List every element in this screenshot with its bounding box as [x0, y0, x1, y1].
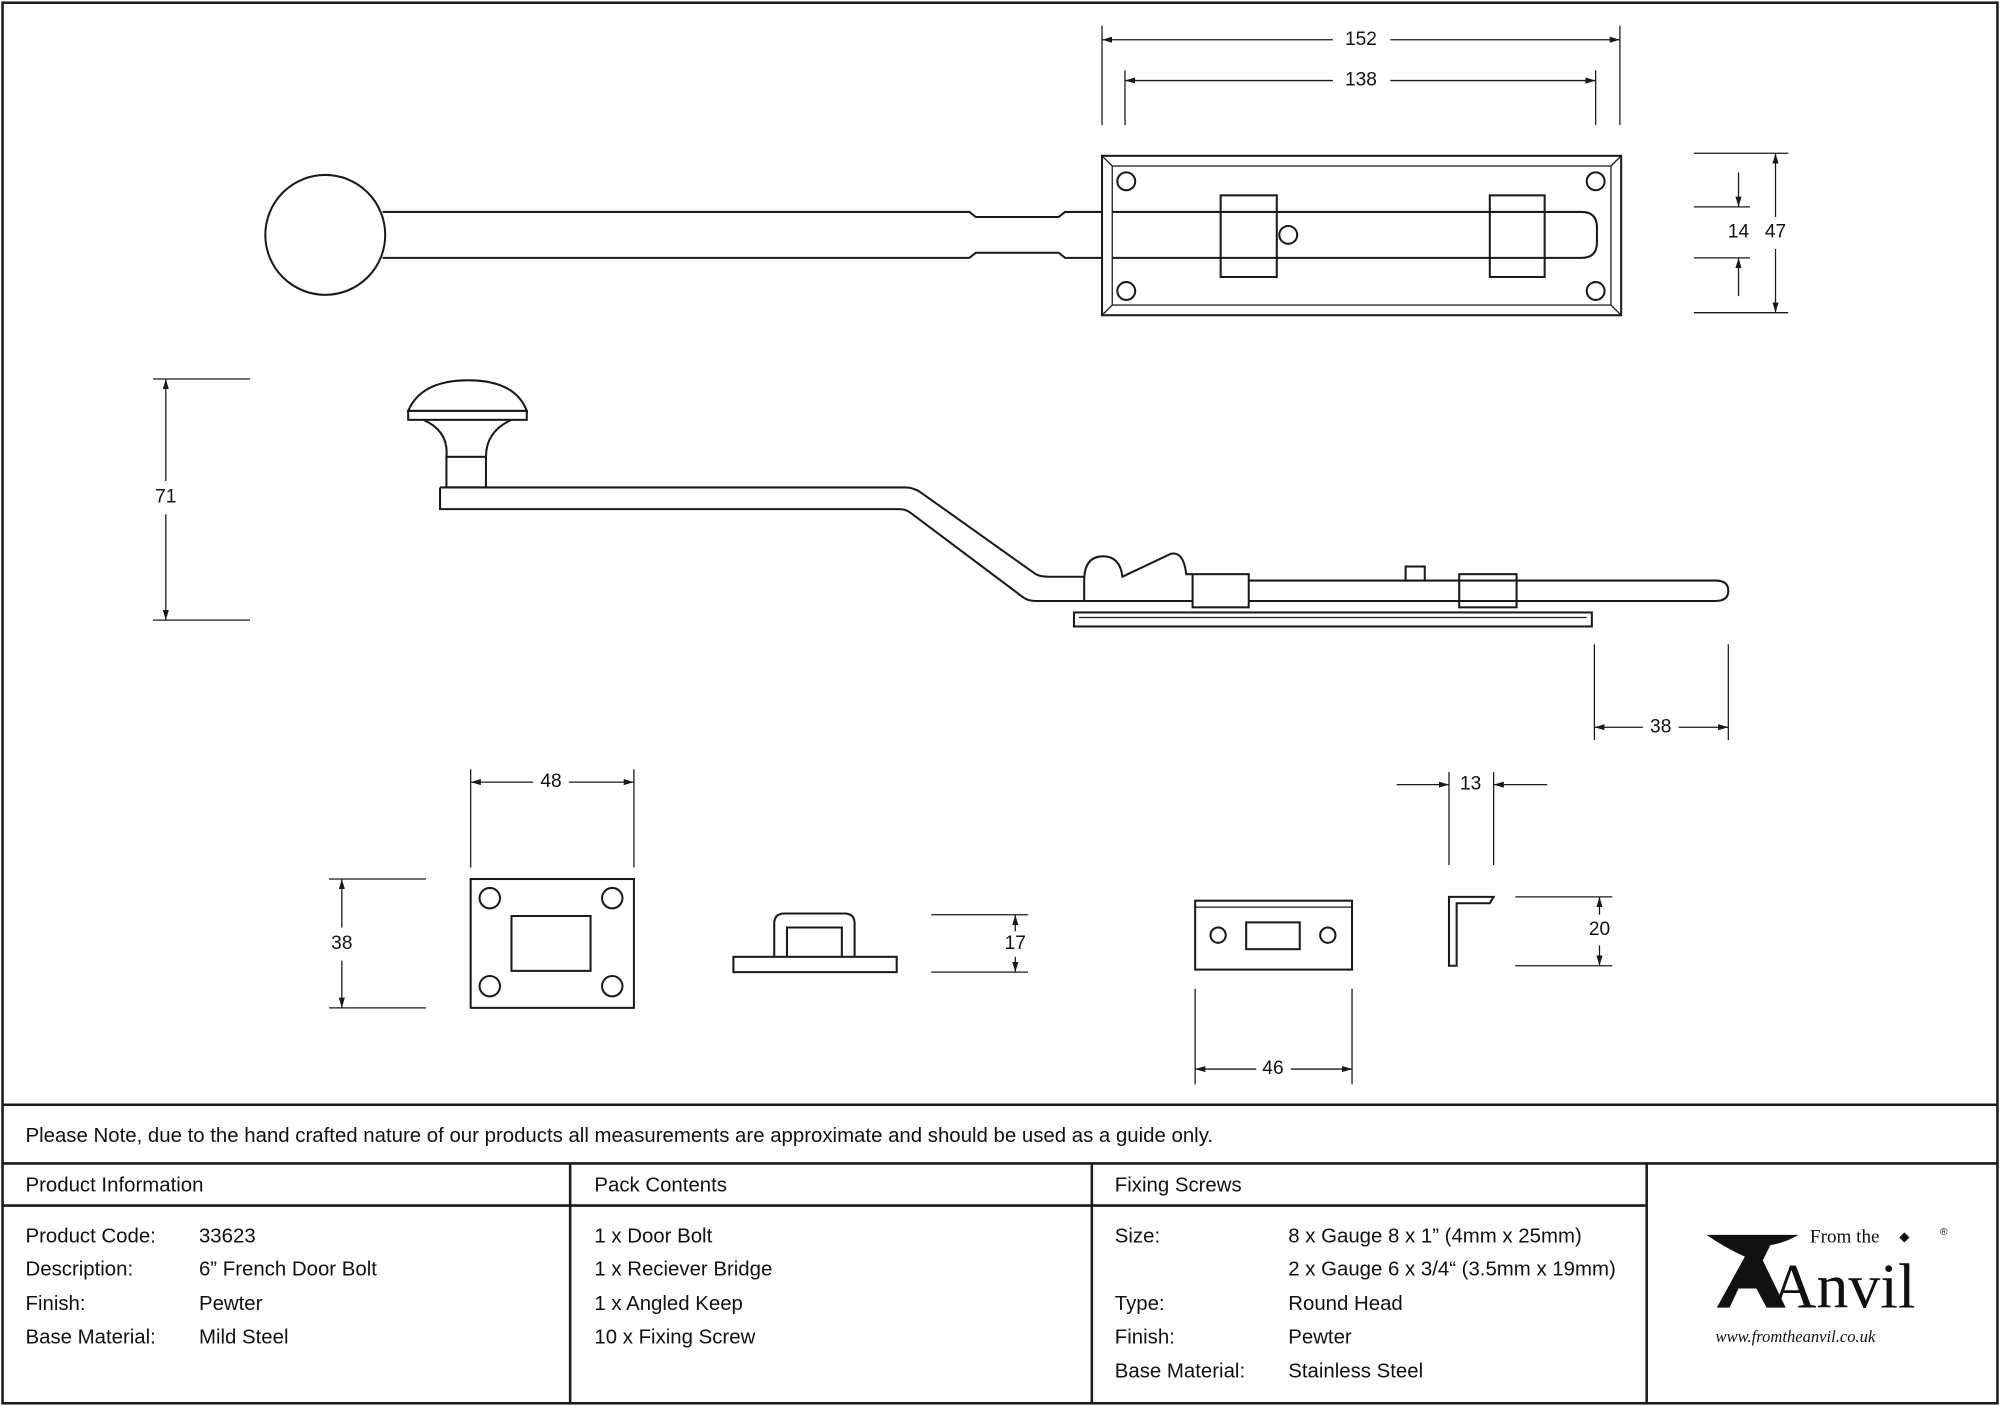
screw-value: Pewter	[1288, 1326, 1352, 1348]
pack-item: 1 x Reciever Bridge	[594, 1259, 772, 1281]
screw-value: 8 x Gauge 8 x 1” (4mm x 25mm)	[1288, 1226, 1581, 1248]
fixing-screws-section: Fixing Screws Size: 8 x Gauge 8 x 1” (4m…	[1115, 1175, 1616, 1383]
screw-value: 2 x Gauge 6 x 3/4“ (3.5mm x 19mm)	[1288, 1259, 1615, 1281]
dimension-label: 46	[1262, 1058, 1283, 1079]
keep-plate	[1194, 899, 1354, 971]
dimension-label: 47	[1765, 221, 1786, 242]
section-heading: Product Information	[26, 1175, 204, 1197]
dimension-label: 17	[1005, 933, 1026, 954]
receiver-plate	[469, 878, 635, 1009]
from-the-anvil-logo: From the ® Anvil www.fromtheanvil.co.uk	[1706, 1227, 1948, 1346]
dimension-38-receiver: 38	[329, 878, 427, 1009]
dimension-48: 48	[470, 769, 635, 868]
dimension-label: 13	[1460, 774, 1481, 795]
info-label: Base Material:	[26, 1326, 156, 1348]
screw-value: Round Head	[1288, 1293, 1403, 1315]
screw-label: Finish:	[1115, 1326, 1175, 1348]
dimension-label: 48	[540, 771, 561, 792]
product-information-section: Product Information Product Code: 33623 …	[26, 1175, 378, 1349]
info-label: Description:	[26, 1259, 134, 1281]
dimension-47: 47	[1693, 152, 1789, 314]
pack-item: 1 x Door Bolt	[594, 1226, 712, 1248]
dimension-label: 20	[1589, 919, 1610, 940]
measurement-note: Please Note, due to the hand crafted nat…	[26, 1125, 1214, 1147]
info-value: 6” French Door Bolt	[199, 1259, 377, 1281]
dimension-17: 17	[931, 914, 1029, 973]
screw-label: Size:	[1115, 1226, 1160, 1248]
section-heading: Fixing Screws	[1115, 1175, 1242, 1197]
screw-label: Type:	[1115, 1293, 1165, 1315]
registered-mark: ®	[1940, 1227, 1948, 1238]
screw-label: Base Material:	[1115, 1361, 1245, 1383]
dimension-46: 46	[1194, 988, 1353, 1085]
screw-value: Stainless Steel	[1288, 1361, 1423, 1383]
angled-keep	[1447, 895, 1496, 967]
dimension-14: 14	[1693, 172, 1750, 297]
info-label: Finish:	[26, 1293, 86, 1315]
pack-contents-section: Pack Contents 1 x Door Bolt 1 x Reciever…	[594, 1175, 772, 1349]
dimension-38-throw: 38	[1593, 644, 1729, 740]
dimension-20: 20	[1515, 896, 1613, 967]
info-value: Mild Steel	[199, 1326, 289, 1348]
logo-main-text: Anvil	[1770, 1251, 1915, 1322]
pack-item: 10 x Fixing Screw	[594, 1326, 755, 1348]
dimension-label: 38	[1650, 716, 1671, 737]
dimension-label: 38	[331, 933, 352, 954]
anvil-icon	[1706, 1234, 1799, 1308]
bolt-side-view	[406, 379, 1730, 628]
bolt-top-view	[264, 154, 1623, 317]
dimension-label: 14	[1728, 221, 1750, 242]
dimension-label: 152	[1345, 29, 1377, 50]
dimension-71: 71	[153, 378, 250, 621]
logo-url: www.fromtheanvil.co.uk	[1716, 1327, 1876, 1346]
pack-item: 1 x Angled Keep	[594, 1293, 743, 1315]
info-label: Product Code:	[26, 1226, 156, 1248]
dimension-label: 71	[155, 487, 176, 508]
dimension-13: 13	[1396, 771, 1548, 865]
info-value: 33623	[199, 1226, 256, 1248]
dimension-152: 152	[1101, 25, 1621, 126]
receiver-bridge	[732, 912, 898, 974]
section-heading: Pack Contents	[594, 1175, 727, 1197]
dimension-label: 138	[1345, 70, 1377, 91]
logo-top-text: From the	[1810, 1227, 1880, 1248]
info-value: Pewter	[199, 1293, 263, 1315]
dimension-138: 138	[1124, 70, 1597, 126]
